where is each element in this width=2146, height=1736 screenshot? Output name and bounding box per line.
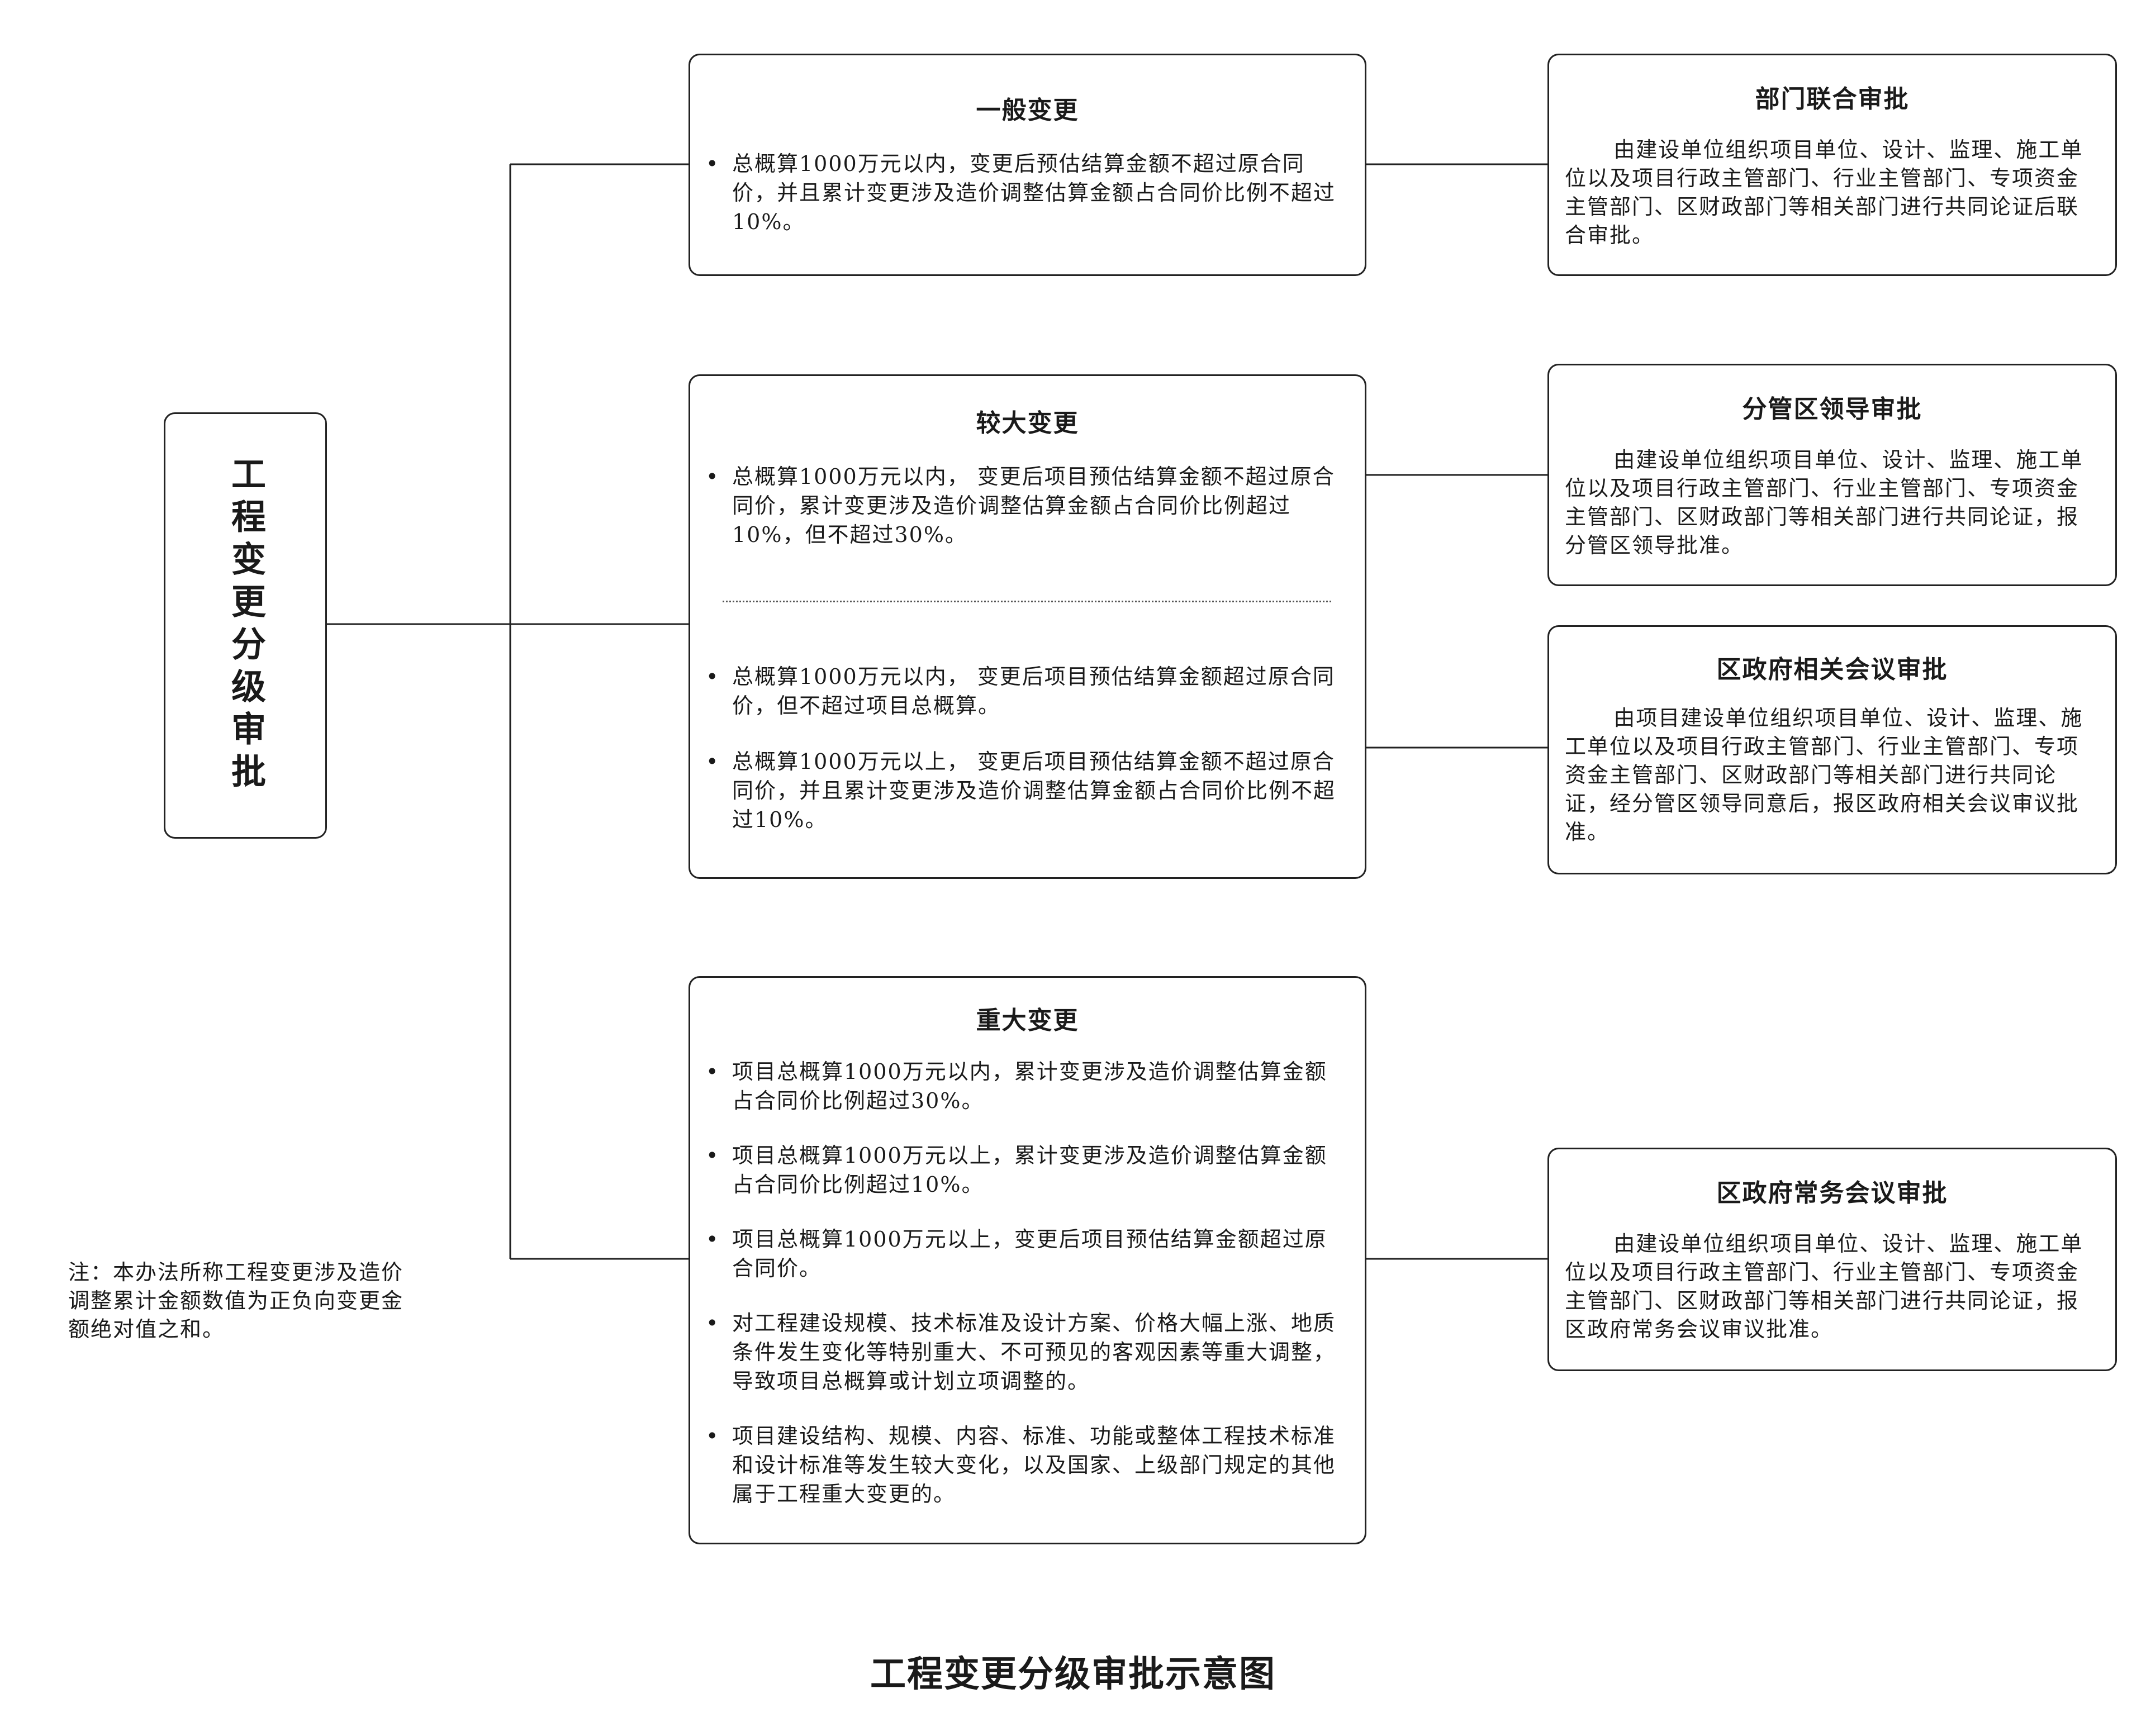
criteria-item: 项目总概算1000万元以上，累计变更涉及造价调整估算金额占合同价比例超过10%。 (690, 1141, 1365, 1199)
category-larger-change: 较大变更 总概算1000万元以内， 变更后项目预估结算金额不超过原合同价，累计变… (689, 374, 1366, 879)
criteria-item: 项目总概算1000万元以内，累计变更涉及造价调整估算金额占合同价比例超过30%。 (690, 1057, 1365, 1115)
approval-district-leader: 分管区领导审批 由建设单位组织项目单位、设计、监理、施工单位以及项目行政主管部门… (1547, 364, 2117, 586)
approval-description: 由建设单位组织项目单位、设计、监理、施工单位以及项目行政主管部门、行业主管部门、… (1565, 448, 2083, 558)
criteria-item: 项目总概算1000万元以上，变更后项目预估结算金额超过原合同价。 (690, 1225, 1365, 1283)
root-label: 工程变更分级审批 (225, 455, 266, 796)
category-title: 较大变更 (976, 409, 1079, 437)
approval-title: 部门联合审批 (1755, 85, 1910, 113)
approval-description: 由建设单位组织项目单位、设计、监理、施工单位以及项目行政主管部门、行业主管部门、… (1565, 1231, 2083, 1342)
approval-description: 由建设单位组织项目单位、设计、监理、施工单位以及项目行政主管部门、行业主管部门、… (1565, 137, 2083, 248)
approval-title: 区政府相关会议审批 (1716, 655, 1948, 684)
criteria-list: 项目总概算1000万元以内，累计变更涉及造价调整估算金额占合同价比例超过30%。… (690, 1057, 1365, 1509)
criteria-item: 对工程建设规模、技术标准及设计方案、价格大幅上涨、地质条件发生变化等特别重大、不… (690, 1309, 1365, 1396)
criteria-list-lower: 总概算1000万元以内， 变更后项目预估结算金额超过原合同价，但不超过项目总概算… (690, 662, 1365, 834)
criteria-item: 总概算1000万元以内， 变更后项目预估结算金额不超过原合同价，累计变更涉及造价… (690, 462, 1365, 549)
criteria-item: 总概算1000万元以内，变更后预估结算金额不超过原合同价，并且累计变更涉及造价调… (690, 149, 1365, 236)
criteria-list: 总概算1000万元以内，变更后预估结算金额不超过原合同价，并且累计变更涉及造价调… (690, 149, 1365, 236)
criteria-item: 项目建设结构、规模、内容、标准、功能或整体工程技术标准和设计标准等发生较大变化，… (690, 1421, 1365, 1509)
criteria-list-upper: 总概算1000万元以内， 变更后项目预估结算金额不超过原合同价，累计变更涉及造价… (690, 462, 1365, 549)
approval-title: 区政府常务会议审批 (1716, 1179, 1948, 1207)
approval-district-gov-meeting: 区政府相关会议审批 由项目建设单位组织项目单位、设计、监理、施工单位以及项目行政… (1547, 625, 2117, 874)
category-general-change: 一般变更 总概算1000万元以内，变更后预估结算金额不超过原合同价，并且累计变更… (689, 54, 1366, 276)
approval-district-gov-executive-meeting: 区政府常务会议审批 由建设单位组织项目单位、设计、监理、施工单位以及项目行政主管… (1547, 1148, 2117, 1371)
approval-description: 由项目建设单位组织项目单位、设计、监理、施工单位以及项目行政主管部门、行业主管部… (1565, 706, 2083, 844)
root-node: 工程变更分级审批 (164, 412, 327, 839)
category-major-change: 重大变更 项目总概算1000万元以内，累计变更涉及造价调整估算金额占合同价比例超… (689, 976, 1366, 1544)
approval-department-joint: 部门联合审批 由建设单位组织项目单位、设计、监理、施工单位以及项目行政主管部门、… (1547, 54, 2117, 276)
criteria-item: 总概算1000万元以上， 变更后项目预估结算金额不超过原合同价，并且累计变更涉及… (690, 747, 1365, 834)
approval-title: 分管区领导审批 (1742, 395, 1922, 424)
dotted-divider (723, 601, 1331, 602)
category-title: 重大变更 (976, 1006, 1079, 1035)
category-title: 一般变更 (976, 96, 1079, 125)
criteria-item: 总概算1000万元以内， 变更后项目预估结算金额超过原合同价，但不超过项目总概算… (690, 662, 1365, 720)
footnote: 注：本办法所称工程变更涉及造价调整累计金额数值为正负向变更金额绝对值之和。 (68, 1260, 404, 1342)
diagram-caption: 工程变更分级审批示意图 (870, 1653, 1276, 1695)
